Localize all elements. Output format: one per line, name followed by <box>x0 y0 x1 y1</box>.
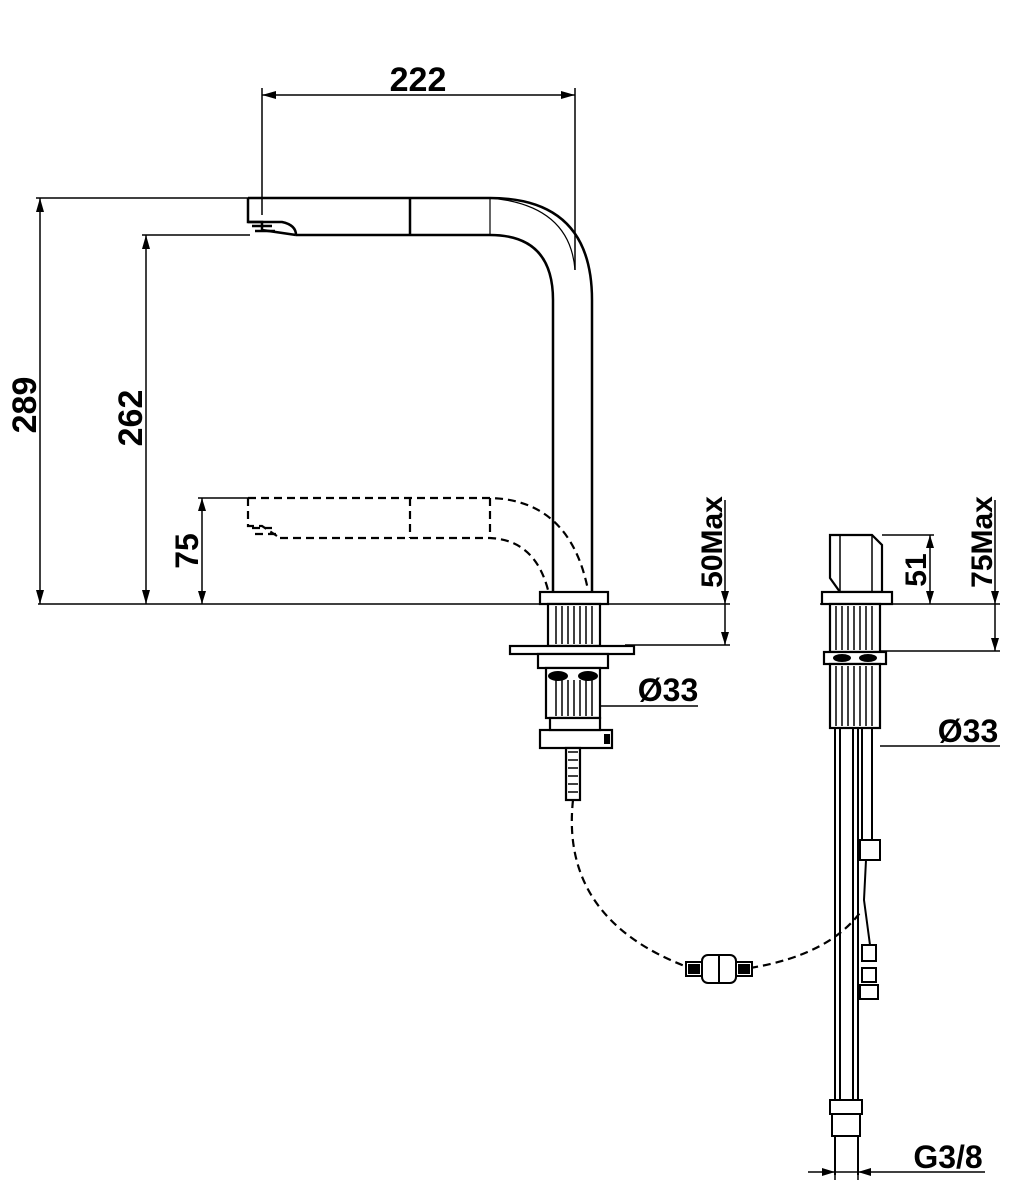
cable-dashed-2 <box>749 909 863 970</box>
side-unit-dots <box>833 654 877 662</box>
dim-total-height: 289 <box>6 377 44 434</box>
tap-mounting-assembly <box>508 590 636 802</box>
cable-dashed <box>570 799 691 970</box>
dimension-lines <box>36 88 1000 1180</box>
tap-spout-raised <box>246 196 594 592</box>
tap-thread-hatching <box>555 606 593 793</box>
dim-side-body-height: 51 <box>900 553 933 586</box>
tap-spout-lowered-dashed <box>246 496 590 591</box>
dim-connection-thread: G3/8 <box>913 1139 982 1175</box>
dim-spout-reach: 222 <box>390 61 447 99</box>
supply-hoses <box>834 728 873 1125</box>
dimension-arrowheads <box>36 91 999 1176</box>
dim-hole-diameter-tap: Ø33 <box>638 672 698 708</box>
dim-hole-diameter-side: Ø33 <box>938 713 998 749</box>
dim-max-deck-tap: 50Max <box>696 496 729 588</box>
tap-nut-dots <box>548 671 610 744</box>
dim-outlet-height: 262 <box>112 390 150 447</box>
dim-pulled-height: 75 <box>169 533 205 569</box>
side-unit-thread <box>835 606 873 726</box>
cable-connector-fill <box>688 956 750 982</box>
hose-fittings <box>829 839 881 1175</box>
dim-max-deck-side: 75Max <box>966 496 999 588</box>
side-unit-body <box>820 533 894 730</box>
